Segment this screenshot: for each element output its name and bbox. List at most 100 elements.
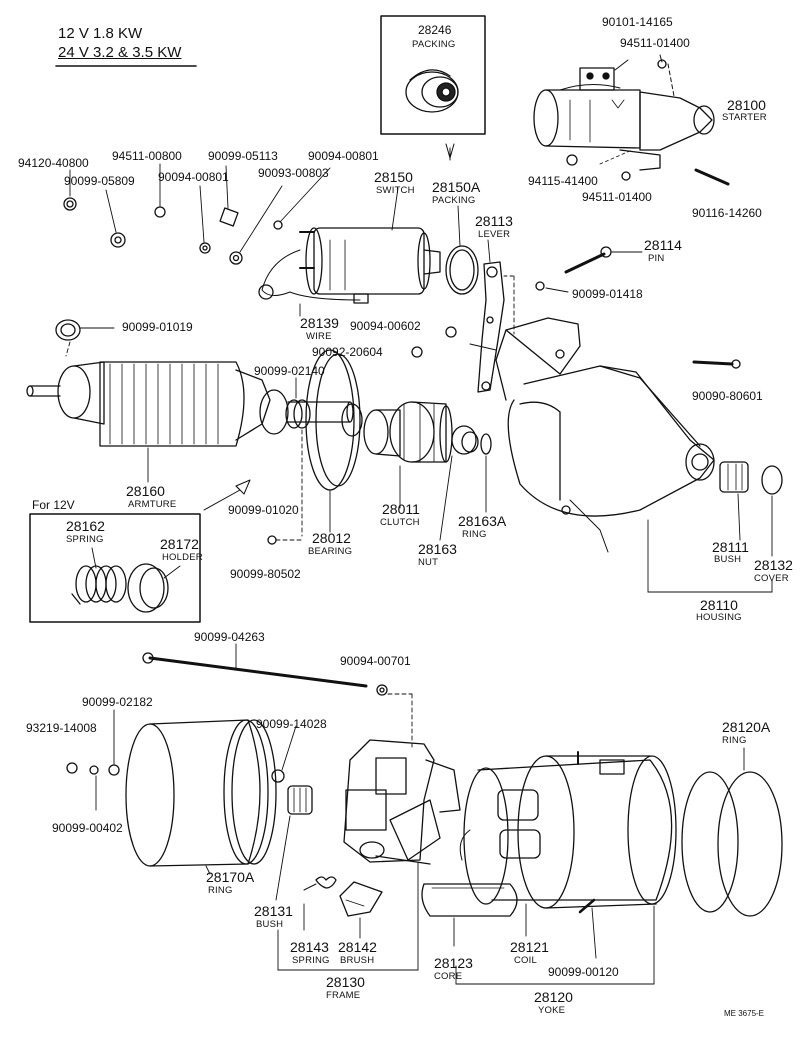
part-number-28012: 28012	[312, 530, 351, 546]
part-number-90094-00801-a: 90094-00801	[308, 149, 379, 163]
part-number-93219-14008: 93219-14008	[26, 721, 97, 735]
part-number-90099-00120: 90099-00120	[548, 965, 619, 979]
part-name-wire: WIRE	[306, 331, 332, 342]
part-number-28113: 28113	[475, 213, 513, 229]
part-number-90099-00402: 90099-00402	[52, 821, 123, 835]
part-number-90092-20604: 90092-20604	[312, 345, 383, 359]
part-number-28121: 28121	[510, 939, 549, 955]
diagram-code: ME 3675-E	[724, 1009, 765, 1018]
inset-12v-box	[29, 513, 201, 623]
part-name-switch: SWITCH	[376, 185, 415, 196]
part-name-yoke: YOKE	[538, 1005, 566, 1016]
part-number-28111: 28111	[712, 539, 749, 555]
part-number-90099-01418: 90099-01418	[572, 287, 643, 301]
part-number-94115-41400: 94115-41400	[528, 174, 598, 188]
part-number-28123: 28123	[434, 955, 473, 971]
part-name-brush: BRUSH	[340, 955, 375, 966]
part-number-28139: 28139	[300, 315, 339, 331]
part-number-28170a: 28170A	[206, 869, 255, 885]
yoke-28120-drawing	[459, 751, 677, 909]
part-number-28114: 28114	[644, 237, 682, 253]
switch-28150-drawing	[258, 227, 441, 304]
part-name-packing-28150a: PACKING	[432, 195, 476, 206]
part-number-28246: 28246	[418, 23, 452, 37]
packing-28246-box	[380, 15, 486, 135]
part-name-bearing: BEARING	[308, 546, 353, 557]
frame-28130-drawing	[343, 739, 461, 865]
part-number-94511-01400-a: 94511-01400	[620, 36, 690, 50]
part-number-94120-40800: 94120-40800	[18, 156, 89, 170]
part-name-packing-28246: PACKING	[412, 39, 456, 50]
part-number-28110: 28110	[700, 597, 738, 613]
clutch-28011-drawing	[363, 401, 477, 463]
lever-28113-drawing	[469, 261, 505, 393]
part-number-28131: 28131	[254, 903, 293, 919]
header-line-2: 24 V 3.2 & 3.5 KW	[58, 44, 182, 61]
part-number-28162: 28162	[66, 518, 105, 534]
part-number-28150a: 28150A	[432, 179, 481, 195]
ring-28170a-drawing	[125, 719, 277, 867]
part-name-ring-28163a: RING	[462, 529, 487, 540]
part-number-28163: 28163	[418, 541, 457, 557]
housing-28110-drawing	[495, 317, 715, 553]
part-name-holder: HOLDER	[162, 552, 203, 563]
part-name-coil: COIL	[514, 955, 537, 966]
holder-28172-drawing	[127, 563, 169, 613]
header-line-1: 12 V 1.8 KW	[58, 25, 143, 42]
part-name-nut: NUT	[418, 557, 439, 568]
part-name-core: CORE	[434, 971, 463, 982]
part-number-28132: 28132	[754, 557, 793, 573]
part-number-94511-00800: 94511-00800	[112, 149, 182, 163]
part-number-90099-05809: 90099-05809	[64, 174, 135, 188]
part-number-28160: 28160	[126, 483, 165, 499]
part-number-90116-14260: 90116-14260	[692, 206, 762, 220]
part-number-28142: 28142	[338, 939, 377, 955]
part-name-ring-28170a: RING	[208, 885, 233, 896]
part-name-spring-28162: SPRING	[66, 534, 104, 545]
part-name-bush-28111: BUSH	[714, 554, 742, 565]
starter-assembly-drawing	[533, 67, 715, 171]
part-number-28120: 28120	[534, 989, 573, 1005]
part-number-90099-02182: 90099-02182	[82, 695, 153, 709]
spring-28162-drawing	[71, 565, 127, 605]
part-name-starter: STARTER	[722, 112, 767, 123]
part-number-90094-00602: 90094-00602	[350, 319, 421, 333]
part-number-90094-00801-b: 90094-00801	[158, 170, 229, 184]
part-number-94511-01400-b: 94511-01400	[582, 190, 652, 204]
part-number-28172: 28172	[160, 536, 199, 552]
part-number-28100: 28100	[727, 97, 766, 113]
part-name-ring-28120a: RING	[722, 735, 747, 746]
part-number-90101-14165: 90101-14165	[602, 15, 673, 29]
part-number-90093-00803: 90093-00803	[258, 166, 329, 180]
part-number-90099-14028: 90099-14028	[256, 717, 327, 731]
part-number-90090-80601: 90090-80601	[692, 389, 763, 403]
part-name-bush-28131: BUSH	[256, 919, 284, 930]
part-name-cover: COVER	[754, 573, 789, 584]
part-number-28163a: 28163A	[458, 513, 507, 529]
part-number-90094-00701: 90094-00701	[340, 654, 411, 668]
armature-28160-drawing	[26, 361, 354, 447]
part-name-spring-28143: SPRING	[292, 955, 330, 966]
small-hardware-top-left	[63, 197, 283, 265]
part-name-frame: FRAME	[326, 990, 361, 1001]
part-name-pin: PIN	[648, 253, 665, 264]
part-number-28143: 28143	[290, 939, 329, 955]
part-name-armture: ARMTURE	[128, 499, 177, 510]
packing-28246-drawing	[405, 69, 459, 113]
part-number-90099-02140: 90099-02140	[254, 364, 325, 378]
part-number-90099-01020: 90099-01020	[228, 503, 299, 517]
part-number-90099-05113: 90099-05113	[208, 149, 278, 163]
part-name-lever: LEVER	[478, 229, 511, 240]
part-number-28130: 28130	[326, 974, 365, 990]
part-name-housing: HOUSING	[696, 612, 742, 623]
part-number-28120a: 28120A	[722, 719, 771, 735]
part-name-clutch: CLUTCH	[380, 517, 420, 528]
part-number-90099-80502: 90099-80502	[230, 567, 301, 581]
part-number-90099-01019: 90099-01019	[122, 320, 193, 334]
inset-title: For 12V	[32, 498, 75, 512]
part-number-28150: 28150	[374, 169, 413, 185]
part-number-28011: 28011	[382, 501, 420, 517]
part-number-90099-04263: 90099-04263	[194, 630, 265, 644]
